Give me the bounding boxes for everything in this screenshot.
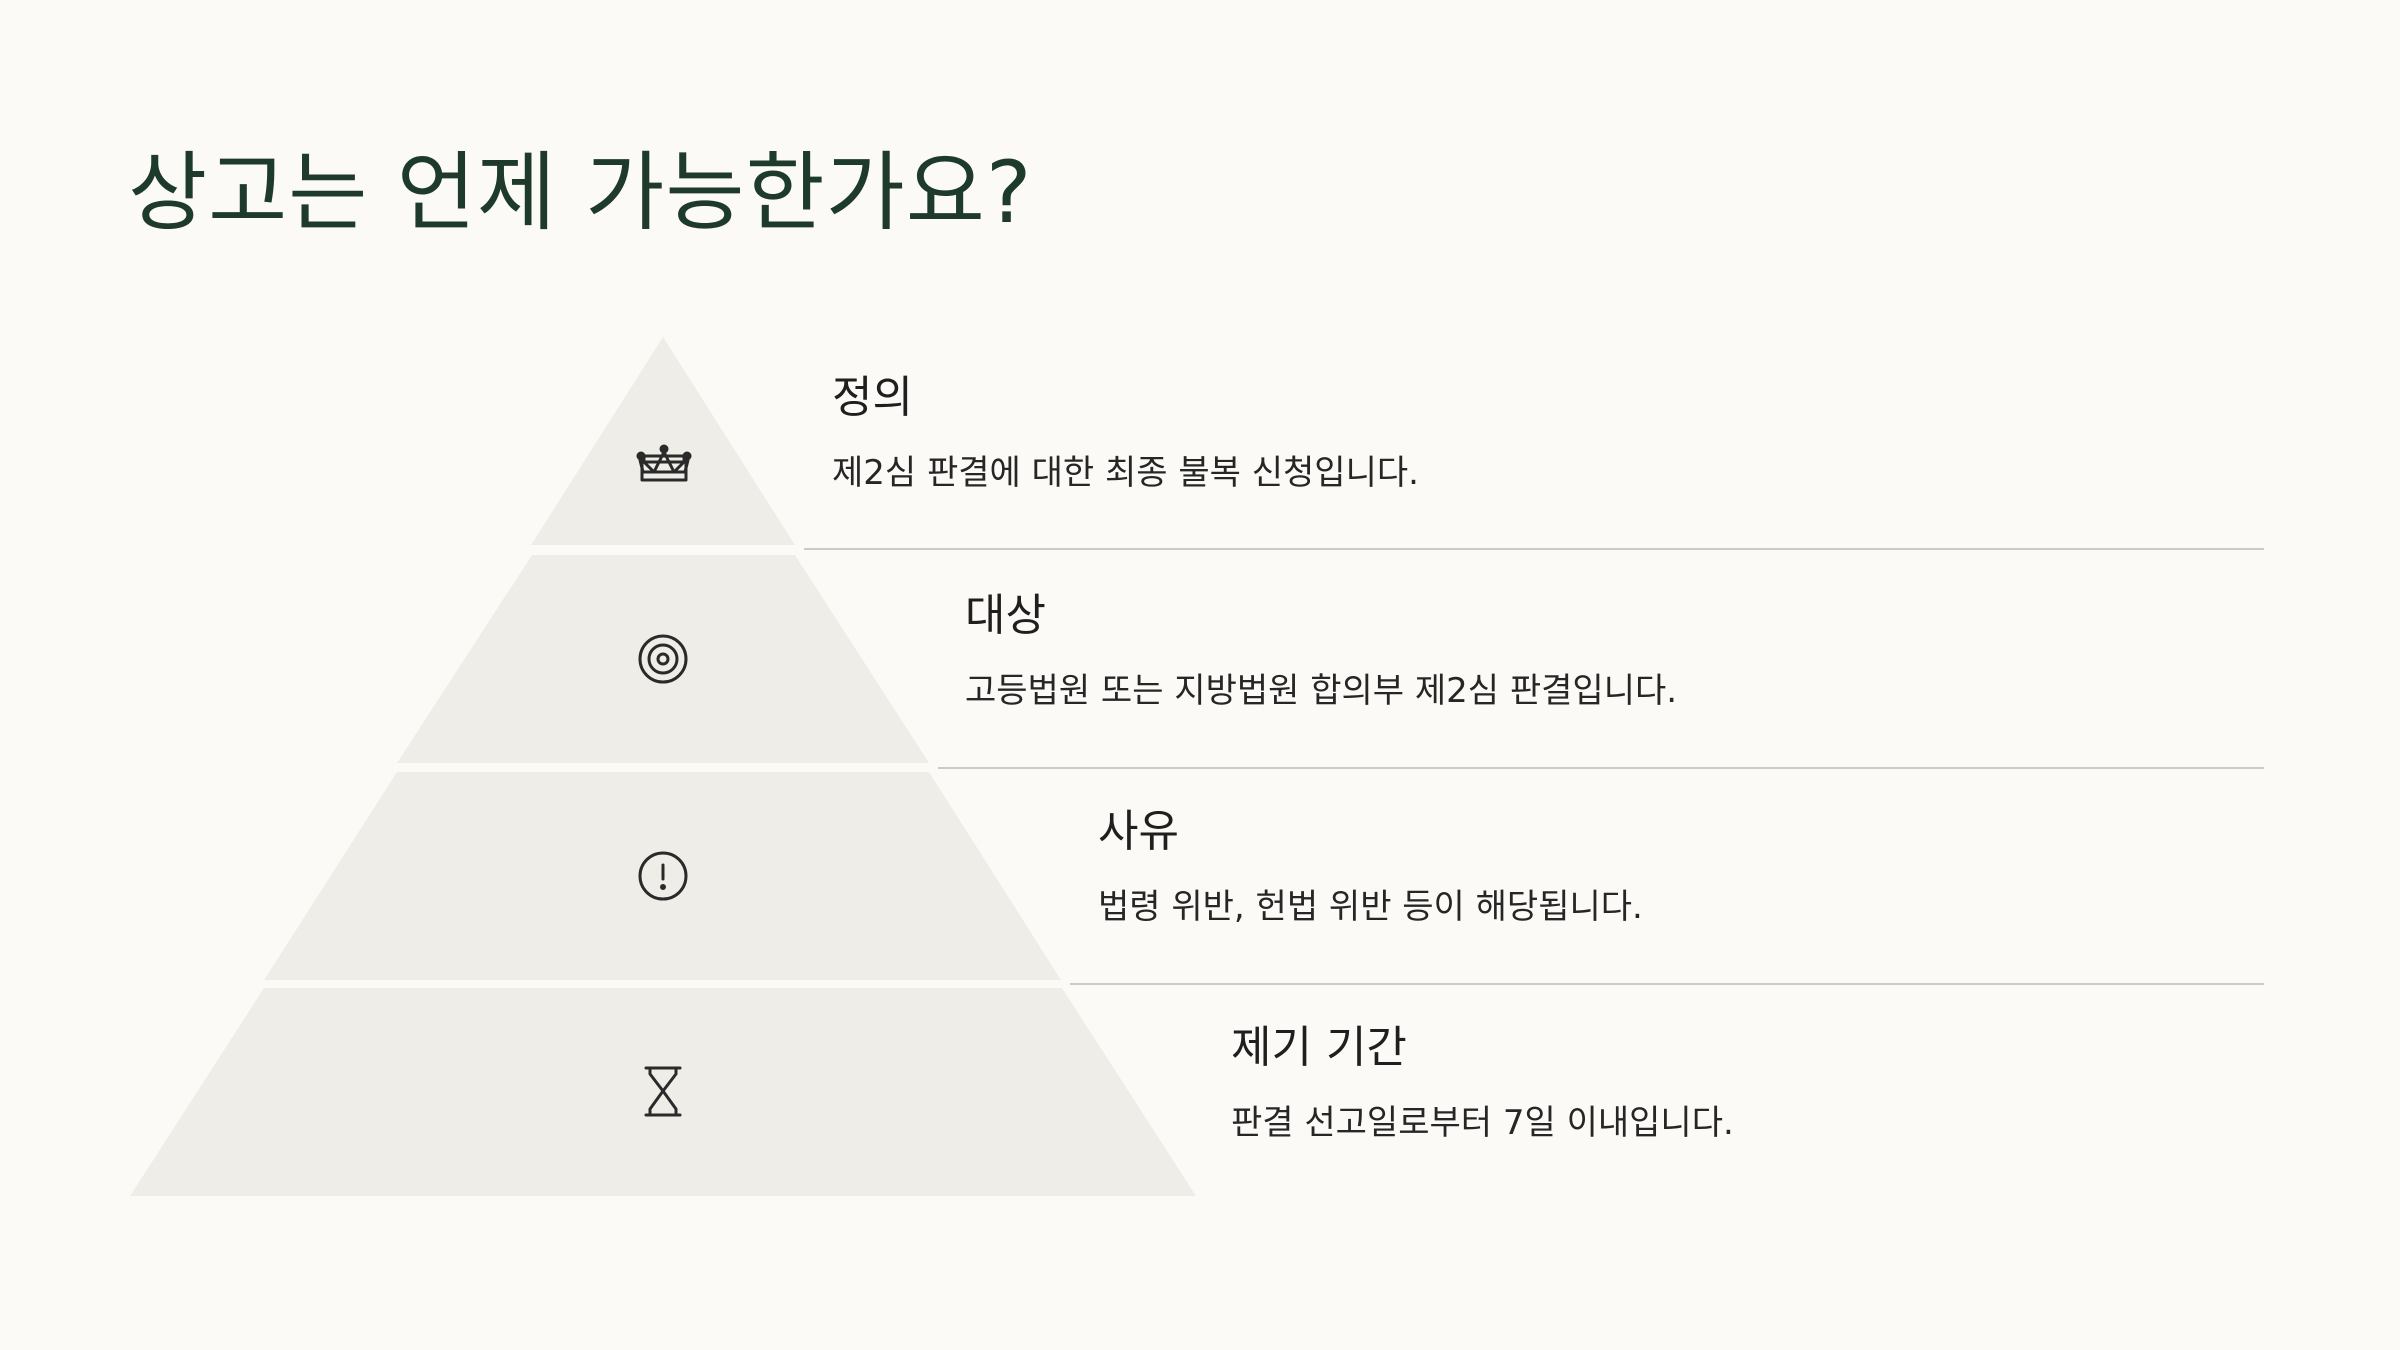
level-description: 고등법원 또는 지방법원 합의부 제2심 판결입니다. [965, 671, 1678, 711]
target-icon [638, 634, 688, 684]
level-grounds: 사유 법령 위반, 헌법 위반 등이 해당됩니다. [1098, 806, 1643, 927]
level-description: 법령 위반, 헌법 위반 등이 해당됩니다. [1098, 887, 1643, 927]
level-heading: 대상 [965, 590, 1046, 641]
alert-circle-icon [638, 851, 688, 901]
crown-icon [636, 444, 692, 482]
level-description: 제2심 판결에 대한 최종 불복 신청입니다. [832, 453, 1419, 493]
pyramid-tier-1 [531, 337, 795, 545]
level-filing-period: 제기 기간 판결 선고일로부터 7일 이내입니다. [1231, 1022, 1734, 1143]
hourglass-icon [644, 1066, 682, 1117]
level-heading: 정의 [832, 372, 913, 423]
pyramid-tier-2 [397, 555, 929, 763]
level-heading: 사유 [1098, 806, 1179, 857]
level-target: 대상 고등법원 또는 지방법원 합의부 제2심 판결입니다. [965, 590, 1678, 711]
page-title: 상고는 언제 가능한가요? [128, 143, 1033, 243]
level-description: 판결 선고일로부터 7일 이내입니다. [1231, 1103, 1734, 1143]
level-heading: 제기 기간 [1231, 1022, 1407, 1073]
level-definition: 정의 제2심 판결에 대한 최종 불복 신청입니다. [832, 372, 1419, 493]
